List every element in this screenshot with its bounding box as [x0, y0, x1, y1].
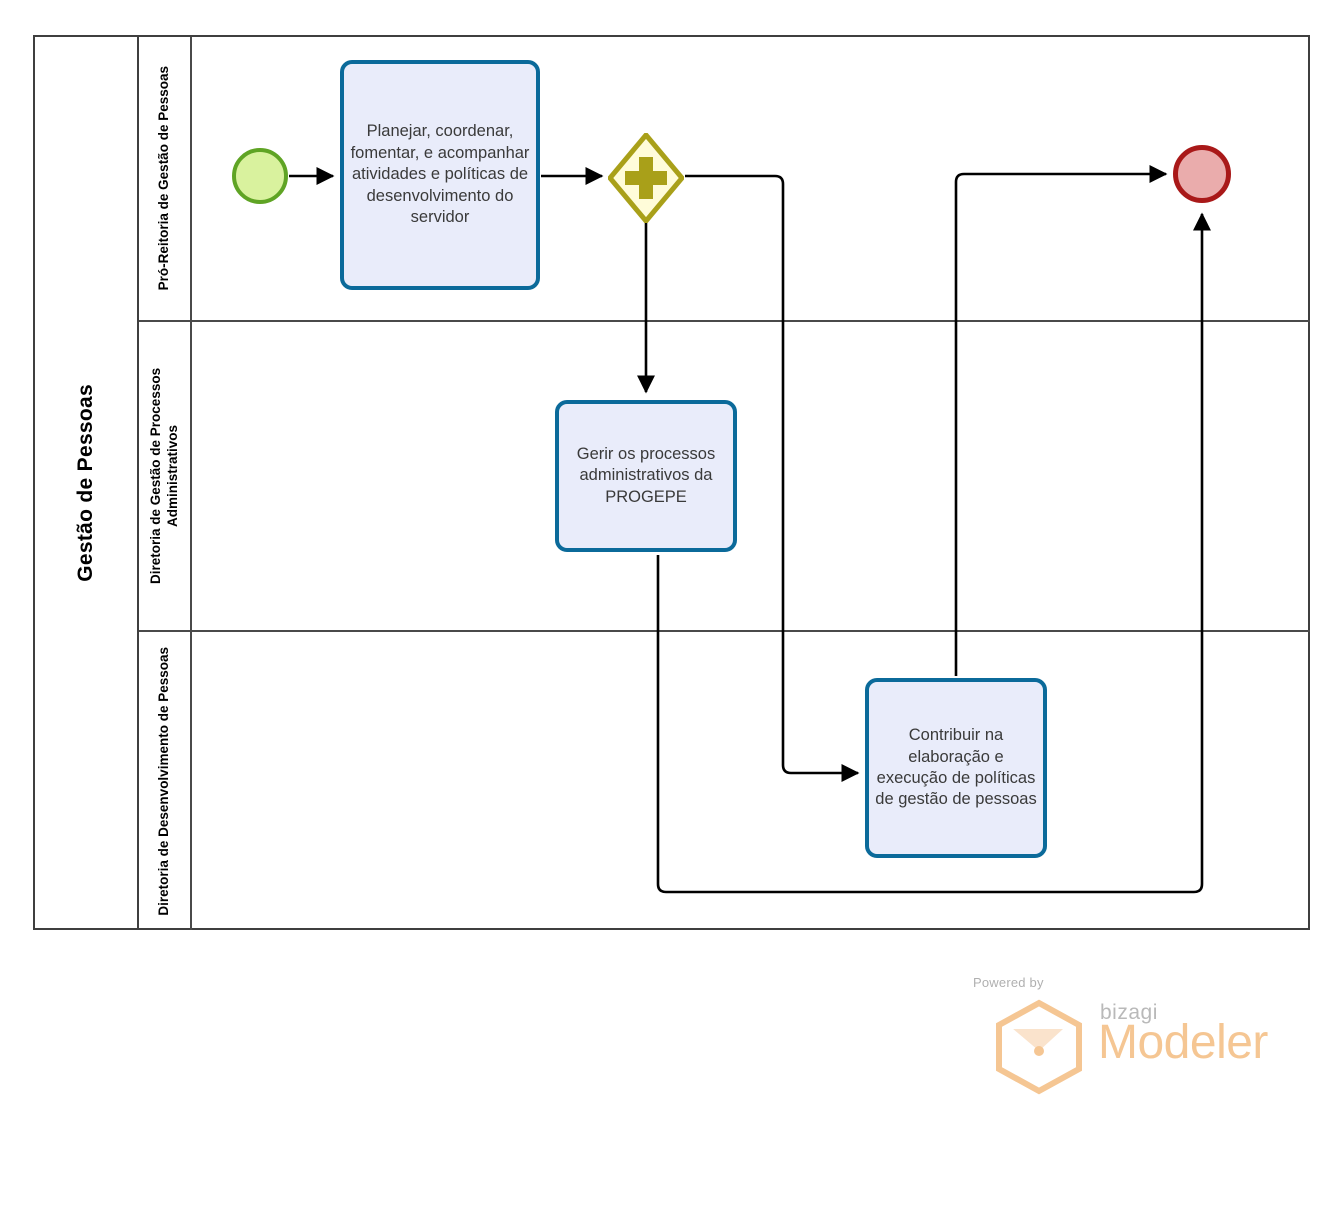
plus-icon	[625, 157, 667, 199]
bizagi-brand-text: bizagi	[1100, 1001, 1158, 1024]
lane-body-2	[192, 322, 1310, 630]
modeler-product-text: Modeler	[1098, 1016, 1268, 1069]
pool-title: Gestão de Pessoas	[74, 383, 97, 582]
bizagi-hexagon-icon	[996, 999, 1082, 1095]
task-2-label: Gerir os processos administrativos da PR…	[576, 444, 716, 506]
task-3-label: Contribuir na elaboração e execução de p…	[875, 726, 1037, 809]
lane-title-2: Diretoria de Gestão de Processos Adminis…	[147, 367, 180, 585]
lane-body-3	[192, 632, 1310, 930]
bizagi-watermark: Powered by bizagi Modeler	[968, 975, 1268, 1095]
lane-pro-reitoria-de-gestao-de-pessoas[interactable]: Pró-Reitoria de Gestão de Pessoas	[139, 37, 1310, 322]
task-1-label: Planejar, coordenar, fomentar, e acompan…	[350, 122, 530, 227]
start-event[interactable]	[232, 148, 288, 204]
parallel-gateway[interactable]	[608, 133, 684, 223]
lane-title-3: Diretoria de Desenvolvimento de Pessoas	[156, 646, 172, 916]
lane-diretoria-de-desenvolvimento-de-pessoas[interactable]: Diretoria de Desenvolvimento de Pessoas	[139, 632, 1310, 930]
task-gerir-processos-administrativos[interactable]: Gerir os processos administrativos da PR…	[555, 400, 737, 552]
task-planejar-coordenar[interactable]: Planejar, coordenar, fomentar, e acompan…	[340, 60, 540, 290]
lane-title-1: Pró-Reitoria de Gestão de Pessoas	[156, 66, 172, 291]
lane-header-3: Diretoria de Desenvolvimento de Pessoas	[139, 632, 192, 930]
lane-header-1: Pró-Reitoria de Gestão de Pessoas	[139, 37, 192, 320]
pool-header: Gestão de Pessoas	[35, 37, 139, 928]
task-contribuir-elaboracao-execucao[interactable]: Contribuir na elaboração e execução de p…	[865, 678, 1047, 858]
powered-by-label: Powered by	[973, 975, 1044, 990]
end-event[interactable]	[1173, 145, 1231, 203]
lane-header-2: Diretoria de Gestão de Processos Adminis…	[139, 322, 192, 630]
